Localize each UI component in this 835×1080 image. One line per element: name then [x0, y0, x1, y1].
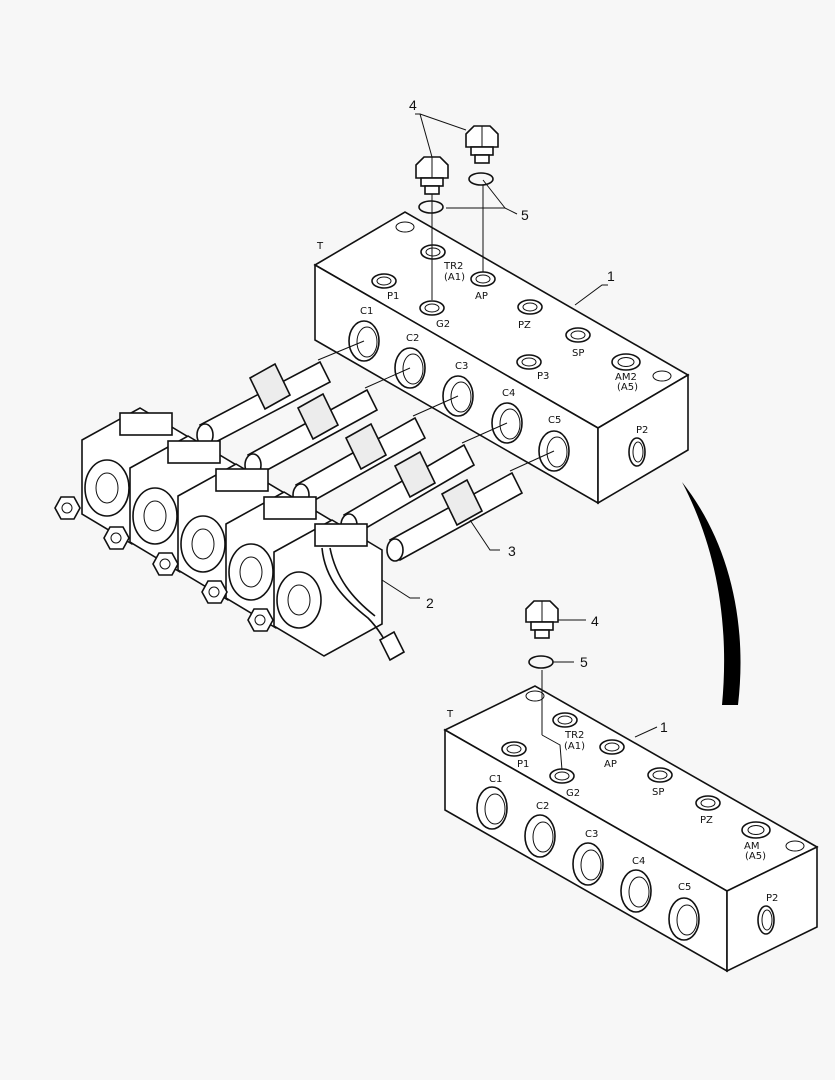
label-c3-top: C3: [455, 361, 468, 372]
label-tr2-top: TR2: [443, 261, 463, 272]
label-ap-bot: AP: [604, 759, 617, 770]
bottom-manifold-block: [443, 685, 819, 973]
bottom-manifold-front-ports: [476, 786, 700, 941]
coil-nut-1: [54, 496, 81, 520]
label-ap-top: AP: [475, 291, 488, 302]
callout-top-4: 4: [409, 97, 417, 113]
top-manifold-block: [313, 211, 690, 505]
label-a5-bot: (A5): [745, 851, 766, 862]
callout-bot-5: 5: [580, 654, 588, 670]
label-c3-bot: C3: [585, 829, 598, 840]
label-t-top: T: [316, 241, 324, 252]
bottom-o-ring: [528, 655, 554, 669]
bottom-manifold-labels: T TR2 (A1) P1 AP G2 SP PZ AM (A5) P2 C1 …: [446, 709, 778, 904]
coil-nut-4: [201, 580, 228, 604]
callout-bot-4: 4: [591, 613, 599, 629]
label-p3-top: P3: [537, 371, 549, 382]
label-a1-top: (A1): [444, 272, 465, 283]
label-sp-bot: SP: [652, 787, 664, 798]
top-plug-right: [465, 125, 499, 272]
label-p1-top: P1: [387, 291, 399, 302]
label-c2-bot: C2: [536, 801, 549, 812]
callout-top-3: 3: [508, 543, 516, 559]
top-o-ring-right: [468, 172, 494, 186]
callout-top-2: 2: [426, 595, 434, 611]
label-a1-bot: (A1): [564, 741, 585, 752]
coil-nut-2: [103, 526, 130, 550]
label-p2-top: P2: [636, 425, 648, 436]
label-p2-bot: P2: [766, 893, 778, 904]
coil-nut-5: [247, 608, 274, 632]
top-manifold-labels: T TR2 (A1) P1 AP G2 PZ SP P3 AM2 (A5) P2…: [316, 241, 648, 436]
bottom-manifold-end-face: [726, 845, 818, 973]
top-plug-left: [415, 156, 449, 300]
top-o-ring-left: [418, 200, 444, 214]
label-c4-top: C4: [502, 388, 515, 399]
label-pz-bot: PZ: [700, 815, 713, 826]
label-c5-top: C5: [548, 415, 561, 426]
label-c4-bot: C4: [632, 856, 645, 867]
label-c1-bot: C1: [489, 774, 502, 785]
solenoid-coils: [54, 407, 406, 662]
label-am2-top: AM2: [615, 372, 637, 383]
coil-nut-3: [152, 552, 179, 576]
label-pz-top: PZ: [518, 320, 531, 331]
callout-top-5: 5: [521, 207, 529, 223]
label-sp-top: SP: [572, 348, 584, 359]
label-c1-top: C1: [360, 306, 373, 317]
label-g2-bot: G2: [566, 788, 580, 799]
coil-5: [247, 519, 383, 657]
label-c5-bot: C5: [678, 882, 691, 893]
transition-arrow: [682, 482, 741, 705]
label-a5-top: (A5): [617, 382, 638, 393]
top-manifold-p2-port: [628, 437, 646, 467]
top-manifold-front-ports: [348, 320, 570, 472]
label-c2-top: C2: [406, 333, 419, 344]
bottom-plug: [525, 600, 563, 771]
label-tr2-bot: TR2: [564, 730, 584, 741]
callout-bot-1: 1: [660, 719, 668, 735]
top-manifold-end-face: [597, 373, 689, 505]
callout-top-1: 1: [607, 268, 615, 284]
coil-connector: [378, 630, 406, 662]
label-t-bot: T: [446, 709, 454, 720]
label-p1-bot: P1: [517, 759, 529, 770]
bottom-manifold-top-ports: [501, 690, 805, 852]
callout-leaders: [381, 113, 658, 738]
valve-5: [386, 450, 555, 562]
label-am-bot: AM: [744, 841, 759, 852]
bottom-manifold-p2-port: [757, 905, 775, 935]
label-g2-top: G2: [436, 319, 450, 330]
